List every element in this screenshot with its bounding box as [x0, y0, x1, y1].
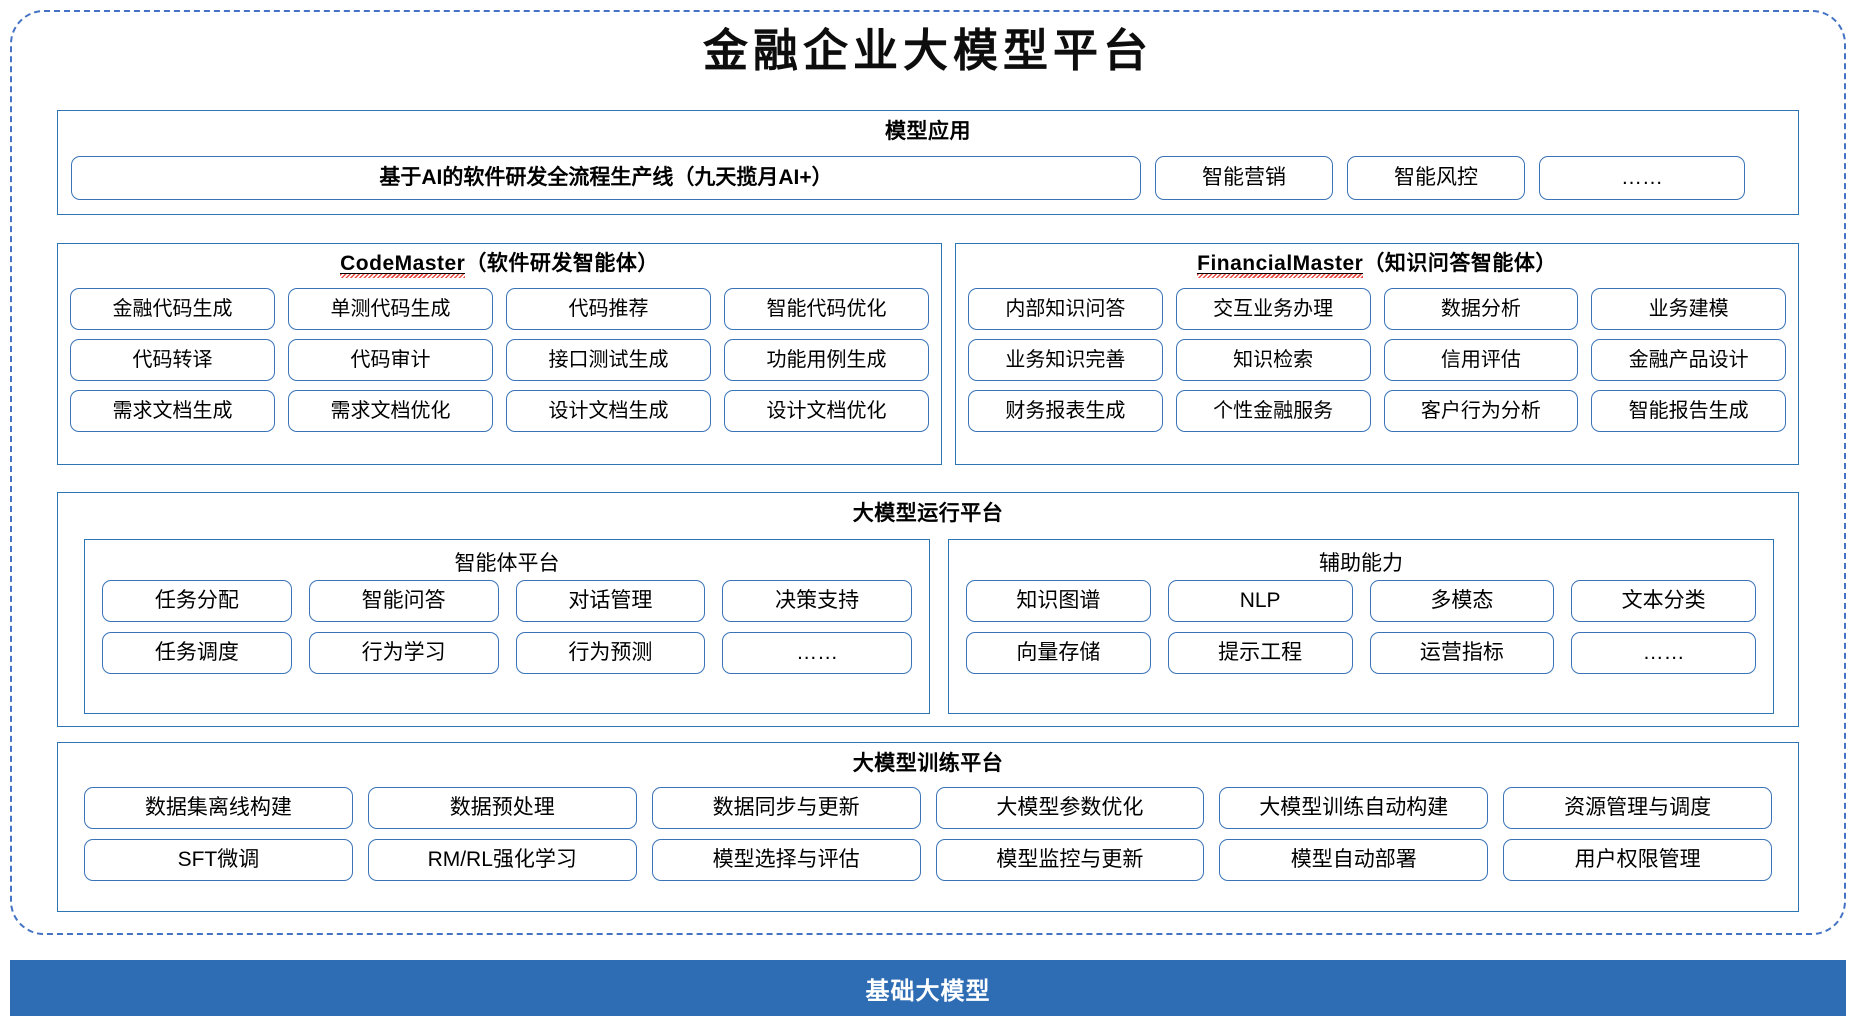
- agent-platform-item[interactable]: 任务分配: [102, 580, 292, 622]
- aux-capability-item-grid: 知识图谱 NLP 多模态 文本分类 向量存储 提示工程 运营指标 ……: [966, 580, 1756, 674]
- aux-capability-item[interactable]: 多模态: [1369, 580, 1555, 622]
- financial-master-item[interactable]: 信用评估: [1383, 339, 1579, 381]
- section-financial-master: FinancialMaster（知识问答智能体） 内部知识问答 交互业务办理 数…: [955, 243, 1799, 465]
- section-heading-training-platform: 大模型训练平台: [852, 752, 1004, 775]
- section-model-application: 模型应用 基于AI的软件研发全流程生产线（九天揽月AI+） 智能营销 智能风控 …: [57, 110, 1799, 215]
- code-master-item[interactable]: 智能代码优化: [724, 288, 929, 330]
- agent-platform-item[interactable]: 行为预测: [515, 632, 706, 674]
- subsection-agent-platform: 智能体平台 任务分配 智能问答 对话管理 决策支持 任务调度 行为学习 行为预测…: [84, 539, 930, 714]
- agent-platform-item[interactable]: 对话管理: [515, 580, 706, 622]
- training-item[interactable]: 数据预处理: [367, 787, 637, 829]
- financial-master-item[interactable]: 内部知识问答: [968, 288, 1163, 330]
- financial-master-item[interactable]: 交互业务办理: [1175, 288, 1371, 330]
- section-training-platform: 大模型训练平台 数据集离线构建 数据预处理 数据同步与更新 大模型参数优化 大模…: [57, 742, 1799, 912]
- subsection-aux-capability: 辅助能力 知识图谱 NLP 多模态 文本分类 向量存储 提示工程 运营指标 ……: [948, 539, 1774, 714]
- agent-platform-item[interactable]: 决策支持: [722, 580, 912, 622]
- training-item[interactable]: 大模型训练自动构建: [1219, 787, 1489, 829]
- training-item[interactable]: 大模型参数优化: [935, 787, 1205, 829]
- foundation-model-label: 基础大模型: [865, 977, 991, 1005]
- training-item[interactable]: RM/RL强化学习: [367, 839, 637, 881]
- agent-platform-item[interactable]: 任务调度: [102, 632, 292, 674]
- financial-master-item[interactable]: 财务报表生成: [968, 390, 1163, 432]
- code-master-item[interactable]: 代码转译: [70, 339, 275, 381]
- aux-capability-item[interactable]: NLP: [1167, 580, 1353, 622]
- code-master-item[interactable]: 设计文档生成: [506, 390, 711, 432]
- code-master-item[interactable]: 需求文档优化: [288, 390, 493, 432]
- aux-capability-item[interactable]: 运营指标: [1369, 632, 1555, 674]
- agent-platform-item[interactable]: 智能问答: [308, 580, 499, 622]
- app-item-smart-marketing[interactable]: 智能营销: [1155, 156, 1333, 200]
- code-master-name: CodeMaster: [340, 252, 466, 279]
- app-item-ai-pipeline[interactable]: 基于AI的软件研发全流程生产线（九天揽月AI+）: [71, 156, 1141, 200]
- code-master-item[interactable]: 功能用例生成: [724, 339, 929, 381]
- section-heading-code-master: CodeMaster（软件研发智能体）: [58, 252, 941, 279]
- agent-platform-item[interactable]: 行为学习: [308, 632, 499, 674]
- section-code-master: CodeMaster（软件研发智能体） 金融代码生成 单测代码生成 代码推荐 智…: [57, 243, 942, 465]
- code-master-item[interactable]: 金融代码生成: [70, 288, 275, 330]
- code-master-item[interactable]: 接口测试生成: [506, 339, 711, 381]
- app-item-more[interactable]: ……: [1539, 156, 1745, 200]
- financial-master-item-grid: 内部知识问答 交互业务办理 数据分析 业务建模 业务知识完善 知识检索 信用评估…: [968, 288, 1786, 432]
- aux-capability-item[interactable]: 知识图谱: [966, 580, 1151, 622]
- training-item[interactable]: SFT微调: [84, 839, 353, 881]
- section-heading-runtime-platform: 大模型运行平台: [852, 502, 1004, 525]
- training-item[interactable]: 用户权限管理: [1503, 839, 1772, 881]
- foundation-model-bar: 基础大模型: [10, 960, 1846, 1016]
- training-item[interactable]: 模型自动部署: [1219, 839, 1489, 881]
- training-item[interactable]: 数据集离线构建: [84, 787, 353, 829]
- training-item[interactable]: 模型监控与更新: [935, 839, 1205, 881]
- financial-master-item[interactable]: 金融产品设计: [1591, 339, 1786, 381]
- model-application-item-row: 基于AI的软件研发全流程生产线（九天揽月AI+） 智能营销 智能风控 ……: [71, 156, 1785, 200]
- aux-capability-item-more[interactable]: ……: [1571, 632, 1756, 674]
- financial-master-item[interactable]: 数据分析: [1383, 288, 1579, 330]
- code-master-item[interactable]: 设计文档优化: [724, 390, 929, 432]
- code-master-item[interactable]: 代码推荐: [506, 288, 711, 330]
- aux-capability-item[interactable]: 向量存储: [966, 632, 1151, 674]
- training-item[interactable]: 数据同步与更新: [651, 787, 921, 829]
- page-title: 金融企业大模型平台: [702, 24, 1153, 77]
- code-master-item[interactable]: 代码审计: [288, 339, 493, 381]
- code-master-item[interactable]: 单测代码生成: [288, 288, 493, 330]
- training-item[interactable]: 资源管理与调度: [1503, 787, 1772, 829]
- agent-platform-item-more[interactable]: ……: [722, 632, 912, 674]
- section-heading-model-application: 模型应用: [885, 120, 971, 143]
- code-master-item[interactable]: 需求文档生成: [70, 390, 275, 432]
- training-item[interactable]: 模型选择与评估: [651, 839, 921, 881]
- financial-master-item[interactable]: 知识检索: [1175, 339, 1371, 381]
- financial-master-item[interactable]: 业务知识完善: [968, 339, 1163, 381]
- financial-master-item[interactable]: 智能报告生成: [1591, 390, 1786, 432]
- aux-capability-item[interactable]: 提示工程: [1167, 632, 1353, 674]
- financial-master-suffix: （知识问答智能体）: [1363, 252, 1557, 275]
- financial-master-item[interactable]: 个性金融服务: [1175, 390, 1371, 432]
- code-master-item-grid: 金融代码生成 单测代码生成 代码推荐 智能代码优化 代码转译 代码审计 接口测试…: [70, 288, 929, 432]
- financial-master-item[interactable]: 业务建模: [1591, 288, 1786, 330]
- agent-platform-item-grid: 任务分配 智能问答 对话管理 决策支持 任务调度 行为学习 行为预测 ……: [102, 580, 912, 674]
- section-heading-financial-master: FinancialMaster（知识问答智能体）: [956, 252, 1798, 279]
- aux-capability-item[interactable]: 文本分类: [1571, 580, 1756, 622]
- code-master-suffix: （软件研发智能体）: [465, 252, 659, 275]
- app-item-smart-risk-control[interactable]: 智能风控: [1347, 156, 1525, 200]
- subsection-heading-agent-platform: 智能体平台: [454, 552, 560, 575]
- financial-master-item[interactable]: 客户行为分析: [1383, 390, 1579, 432]
- training-platform-item-grid: 数据集离线构建 数据预处理 数据同步与更新 大模型参数优化 大模型训练自动构建 …: [84, 787, 1772, 881]
- subsection-heading-aux-capability: 辅助能力: [1319, 552, 1403, 575]
- financial-master-name: FinancialMaster: [1197, 252, 1364, 279]
- section-runtime-platform: 大模型运行平台 智能体平台 任务分配 智能问答 对话管理 决策支持 任务调度 行…: [57, 492, 1799, 727]
